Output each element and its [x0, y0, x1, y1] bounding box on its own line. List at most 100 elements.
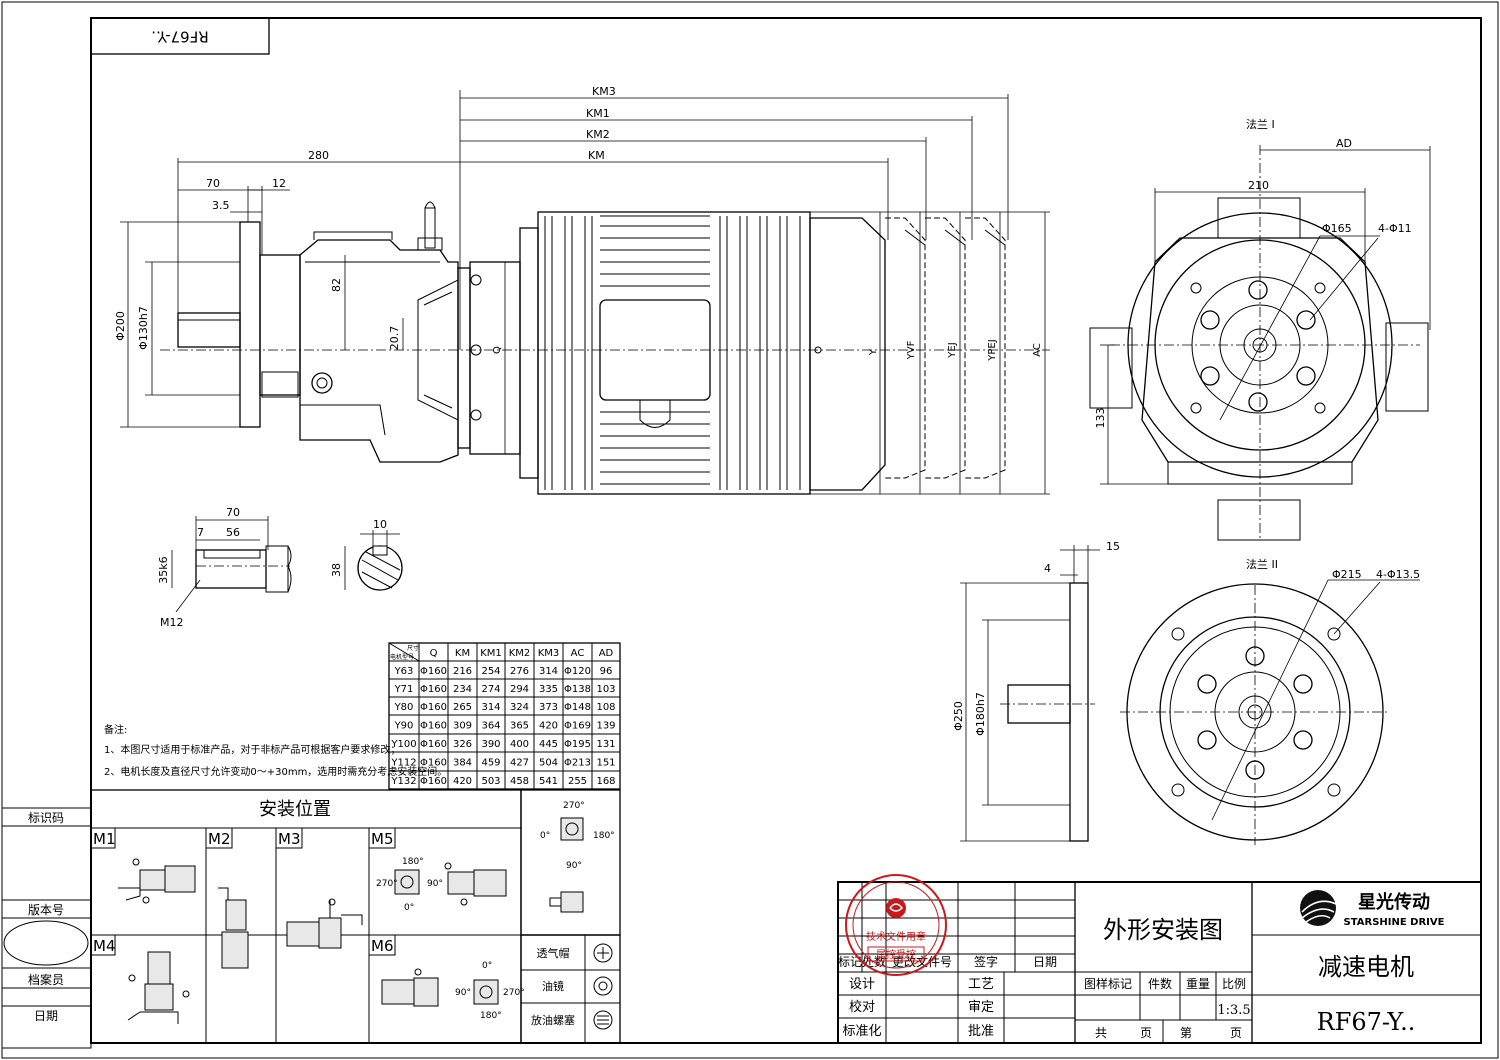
m5-angle-left: 270°: [376, 879, 398, 889]
table-value-cell: 294: [510, 684, 529, 695]
table-value-cell: 314: [539, 666, 558, 677]
dim-4-phi11: 4-Φ11: [1378, 222, 1412, 235]
table-value-cell: 420: [539, 721, 558, 732]
table-value-cell: 324: [510, 702, 529, 713]
table-value-cell: Φ160: [420, 776, 447, 787]
sign-process: 工艺: [968, 977, 994, 992]
legend-angle-left: 0°: [540, 831, 550, 841]
rev-date: 日期: [1033, 955, 1057, 969]
table-value-cell: 276: [510, 666, 529, 677]
sign-design: 设计: [849, 977, 875, 992]
end-view-flange-1: AD 210 Φ165 4-Φ11 133 法兰 I: [1089, 117, 1431, 541]
table-value-cell: 309: [453, 721, 472, 732]
table-motor-cell: Y112: [390, 758, 416, 769]
dim-210: 210: [1248, 179, 1269, 192]
model-box-top: [90, 17, 270, 55]
table-value-cell: Φ160: [420, 721, 447, 732]
table-value-cell: 131: [596, 739, 615, 750]
table-value-cell: 108: [596, 702, 615, 713]
table-header-cell: KM3: [538, 648, 560, 659]
dim-12: 12: [272, 177, 286, 190]
table-value-cell: Φ160: [420, 666, 447, 677]
mounting-positions-panel: 安装位置 M1 M2 M3 M5 M4 M6: [90, 789, 621, 1044]
mini-motor-m2: [218, 887, 249, 969]
notes-heading: 备注:: [104, 723, 127, 736]
page-total-prefix: 共: [1095, 1026, 1107, 1040]
m6-angle-right: 270°: [503, 988, 525, 998]
mini-motor-m1: [118, 858, 196, 904]
dim-yvf: YVF: [906, 340, 917, 360]
drawing-frame: [90, 17, 1482, 1044]
table-value-cell: 265: [453, 702, 472, 713]
mini-motor-m3: [286, 898, 363, 949]
legend-breather: 透气帽: [537, 946, 570, 960]
table-header-cell: AC: [571, 648, 585, 659]
flange-2-label: 法兰 II: [1246, 557, 1278, 571]
dim-phi250: Φ250: [952, 701, 965, 731]
m6-angle-top: 0°: [482, 961, 492, 971]
model-label-top: RF67-Y..: [151, 28, 208, 46]
model-number: RF67-Y..: [1317, 1008, 1416, 1036]
attr-quantity: 件数: [1148, 976, 1172, 991]
table-value-cell: 216: [453, 666, 472, 677]
table-value-cell: 335: [539, 684, 558, 695]
table-motor-cell: Y90: [394, 721, 414, 732]
brand-logo: 星光传动 STARSHINE DRIVE: [1300, 890, 1445, 928]
table-value-cell: 168: [596, 776, 615, 787]
product-name: 减速电机: [1318, 953, 1414, 981]
m5-angle-right: 90°: [427, 879, 443, 889]
dim-phi180: Φ180h7: [974, 692, 987, 736]
table-value-cell: 420: [453, 776, 472, 787]
table-value-cell: Φ195: [564, 739, 591, 750]
table-value-cell: Φ213: [564, 758, 591, 769]
legend-drain-plug: 放油螺塞: [531, 1013, 575, 1027]
legend-angle-top: 270°: [563, 801, 585, 811]
shaft-dim-70: 70: [226, 506, 240, 519]
table-header-cell: KM2: [509, 648, 531, 659]
breather-symbol-icon: [593, 943, 613, 963]
table-corner-size: 尺寸: [407, 644, 419, 652]
table-value-cell: 459: [481, 758, 500, 769]
brand-name-cn: 星光传动: [1358, 891, 1430, 913]
table-value-cell: 314: [481, 702, 500, 713]
dim-3-5: 3.5: [212, 199, 230, 212]
label-identification-code: 标识码: [28, 811, 64, 825]
table-motor-cell: Y80: [394, 702, 414, 713]
mini-motor-m5: 180° 270° 90° 0°: [376, 857, 507, 913]
table-value-cell: Φ160: [420, 702, 447, 713]
dim-km: KM: [588, 149, 605, 162]
dim-yej: YEJ: [947, 342, 958, 358]
pos-m4: M4: [93, 937, 116, 955]
table-value-cell: Φ148: [564, 702, 591, 713]
oil-sight-symbol-icon: [593, 976, 613, 996]
mounting-title: 安装位置: [259, 799, 331, 820]
dim-y: Y: [868, 348, 879, 356]
stamp-text-bottom: 属控受控: [876, 948, 916, 961]
label-archivist: 档案员: [28, 972, 64, 987]
key-dim-10: 10: [373, 518, 387, 531]
page-current-prefix: 第: [1180, 1026, 1192, 1040]
dim-ad: AD: [1336, 137, 1352, 150]
table-header-cell: KM: [455, 648, 470, 659]
m5-angle-top: 180°: [402, 857, 424, 867]
table-corner-motor: 电机型号: [390, 653, 414, 661]
side-view-dimensions: KM3 KM1 KM2 KM 280 70 12 3.5 Φ200 Φ130h7…: [114, 85, 1050, 495]
dim-133: 133: [1094, 408, 1107, 429]
dim-km2: KM2: [586, 128, 610, 141]
dim-ac: AC: [1032, 343, 1043, 357]
pos-m6: M6: [371, 937, 394, 955]
table-header-cell: Q: [430, 648, 438, 659]
dim-4-phi13-5: 4-Φ13.5: [1376, 568, 1420, 581]
table-value-cell: 445: [539, 739, 558, 750]
table-value-cell: 373: [539, 702, 558, 713]
rev-mark: 标记: [838, 955, 862, 969]
dimension-table: 尺寸 电机型号: [388, 642, 621, 790]
flange-1-label: 法兰 I: [1246, 117, 1275, 131]
table-value-cell: 151: [596, 758, 615, 769]
table-value-cell: 541: [539, 776, 558, 787]
version-oval: [3, 920, 89, 966]
dim-km3: KM3: [592, 85, 616, 98]
table-value-cell: 427: [510, 758, 529, 769]
